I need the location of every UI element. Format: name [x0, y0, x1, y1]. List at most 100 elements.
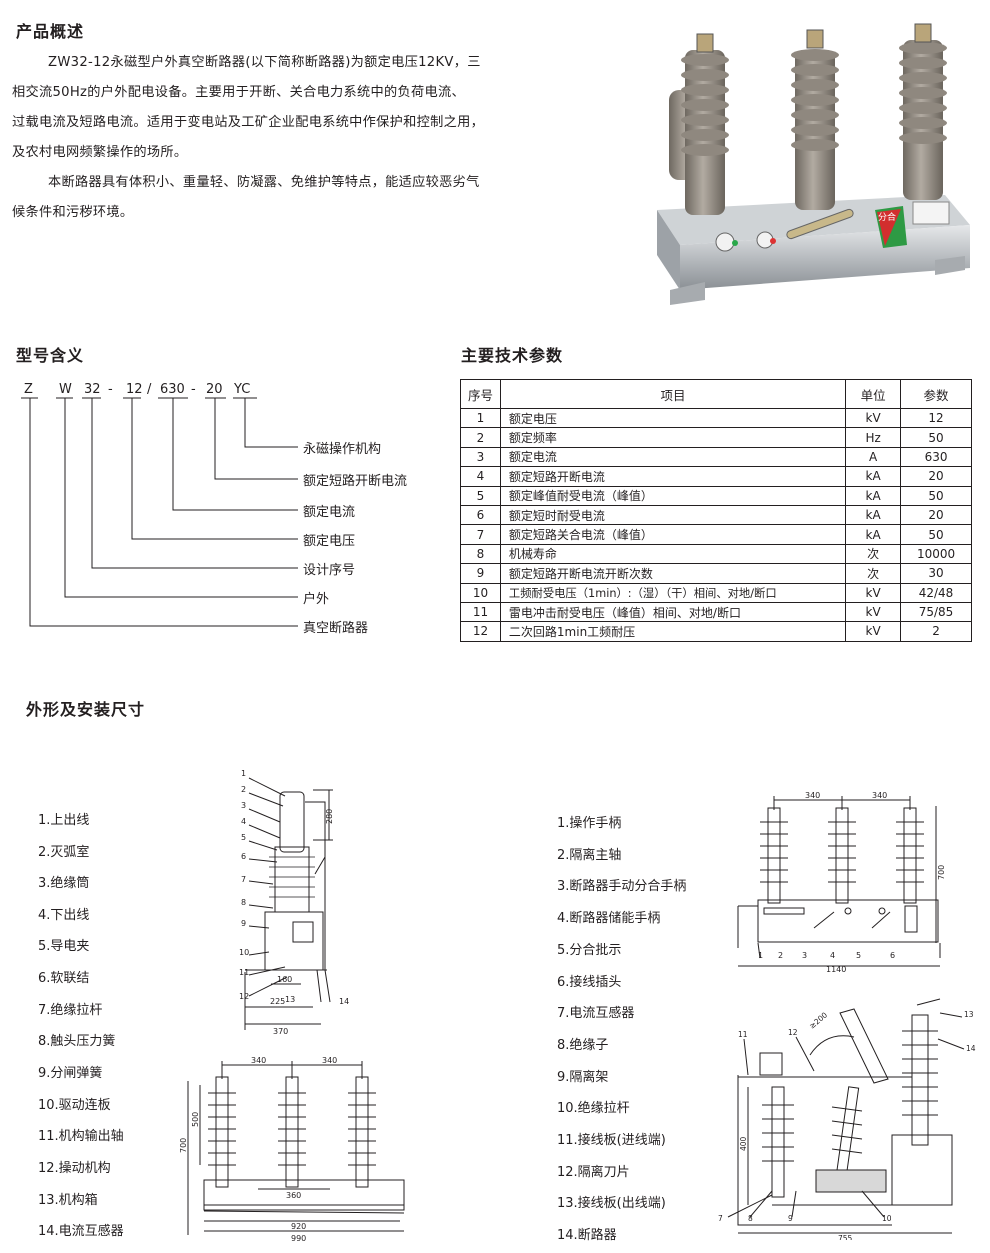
col-index: 序号 — [460, 379, 501, 409]
front-dim-500: 500 — [191, 1112, 200, 1127]
meaning-4: 额定电压 — [303, 534, 356, 549]
meaning-3: 额定电流 — [303, 505, 356, 520]
iso-dim-700: 700 — [937, 865, 946, 880]
side-section-drawing: 1 2 3 4 5 6 7 8 9 10 11 12 13 14 280 160… — [239, 769, 349, 1036]
overview-line-5: 本断路器具有体积小、重量轻、防凝露、免维护等特点，能适应较恶劣气 — [48, 175, 480, 190]
code-630: 630 — [160, 382, 185, 397]
iso-label-4: 4 — [830, 951, 835, 960]
code-12: 12 — [126, 382, 143, 397]
list-item: 8.绝缘子 — [557, 1038, 609, 1053]
code-yc: YC — [234, 382, 251, 397]
disconnector-drawing: 11 12 13 14 7 8 9 10 ≥200 400 755 — [718, 998, 976, 1240]
front-dim-920: 920 — [291, 1222, 306, 1231]
list-item: 8.触头压力簧 — [38, 1034, 116, 1049]
dis-dim-400: 400 — [739, 1136, 748, 1151]
front-dim-340-a: 340 — [251, 1056, 266, 1065]
front-elevation-drawing: 340 340 500 700 360 920 990 — [179, 1056, 405, 1243]
front-insulator — [348, 1076, 376, 1188]
side-dim-370: 370 — [273, 1027, 288, 1036]
side-label-9: 9 — [241, 919, 246, 928]
code-z: Z — [24, 382, 33, 397]
dis-dim-755: 755 — [838, 1234, 853, 1240]
code-32: 32 — [84, 382, 101, 397]
side-label-10: 10 — [239, 948, 249, 957]
meaning-1: 永磁操作机构 — [303, 442, 382, 457]
dis-label-7: 7 — [718, 1214, 723, 1223]
model-leader-lines — [21, 397, 298, 627]
front-insulator — [278, 1076, 306, 1188]
side-dim-225: 225 — [270, 997, 285, 1006]
side-label-14: 14 — [339, 997, 349, 1006]
col-value: 参数 — [900, 379, 972, 409]
list-item: 1.上出线 — [38, 813, 90, 828]
meaning-5: 设计序号 — [303, 563, 356, 578]
list-item: 14.断路器 — [557, 1228, 617, 1243]
iso-insulator — [828, 807, 856, 904]
iso-dim-1140: 1140 — [826, 965, 846, 973]
code-dash-2: - — [191, 382, 196, 397]
front-dim-990: 990 — [291, 1234, 306, 1243]
side-label-13: 13 — [285, 995, 295, 1004]
isometric-drawing: 340 340 700 1140 1 2 3 4 5 6 — [737, 791, 946, 973]
list-item: 1.操作手柄 — [557, 816, 622, 831]
dis-label-8: 8 — [748, 1214, 753, 1223]
list-item: 12.隔离刀片 — [557, 1165, 630, 1180]
side-label-4: 4 — [241, 817, 246, 826]
insulator-1 — [669, 33, 729, 215]
iso-dim-340-b: 340 — [872, 791, 887, 800]
iso-dim-340-a: 340 — [805, 791, 820, 800]
dis-label-10: 10 — [882, 1214, 892, 1223]
iso-insulator — [760, 807, 788, 904]
list-item: 6.软联结 — [38, 971, 90, 986]
insulator-2 — [791, 29, 839, 210]
list-item: 6.接线插头 — [557, 975, 622, 990]
dis-label-11: 11 — [738, 1030, 748, 1039]
side-label-12: 12 — [239, 992, 249, 1001]
list-item: 3.断路器手动分合手柄 — [557, 879, 687, 894]
side-label-6: 6 — [241, 852, 246, 861]
photo-label: 分合 — [878, 211, 896, 223]
dis-label-14: 14 — [966, 1044, 976, 1053]
list-item: 9.隔离架 — [557, 1070, 609, 1085]
product-photo: 分合 — [657, 23, 970, 305]
meaning-2: 额定短路开断电流 — [303, 474, 408, 489]
list-item: 10.绝缘拉杆 — [557, 1101, 630, 1116]
meaning-7: 真空断路器 — [303, 621, 369, 636]
list-item: 11.机构输出轴 — [38, 1129, 124, 1144]
side-label-11: 11 — [239, 968, 249, 977]
list-item: 4.断路器储能手柄 — [557, 911, 661, 926]
iso-label-2: 2 — [778, 951, 783, 960]
side-label-8: 8 — [241, 898, 246, 907]
list-item: 7.绝缘拉杆 — [38, 1003, 103, 1018]
list-item: 14.电流互感器 — [38, 1224, 124, 1239]
list-item: 9.分闸弹簧 — [38, 1066, 103, 1081]
iso-label-5: 5 — [856, 951, 861, 960]
list-item: 2.隔离主轴 — [557, 848, 622, 863]
dis-dim-200: ≥200 — [808, 1010, 830, 1030]
side-dim-280: 280 — [325, 809, 334, 824]
side-label-3: 3 — [241, 801, 246, 810]
meaning-6: 户外 — [303, 592, 330, 607]
code-slash: / — [147, 382, 152, 397]
code-dash-1: - — [108, 382, 113, 397]
front-dim-360: 360 — [286, 1191, 301, 1200]
list-item: 12.操动机构 — [38, 1161, 111, 1176]
dims-heading: 外形及安装尺寸 — [26, 700, 146, 719]
dis-label-12: 12 — [788, 1028, 798, 1037]
dis-label-9: 9 — [788, 1214, 793, 1223]
list-item: 5.导电夹 — [38, 939, 90, 954]
side-label-2: 2 — [241, 785, 246, 794]
iso-insulator — [896, 807, 924, 904]
list-item: 13.接线板(出线端) — [557, 1196, 666, 1211]
params-header-row: 序号 项目 单位 参数 — [460, 379, 972, 409]
